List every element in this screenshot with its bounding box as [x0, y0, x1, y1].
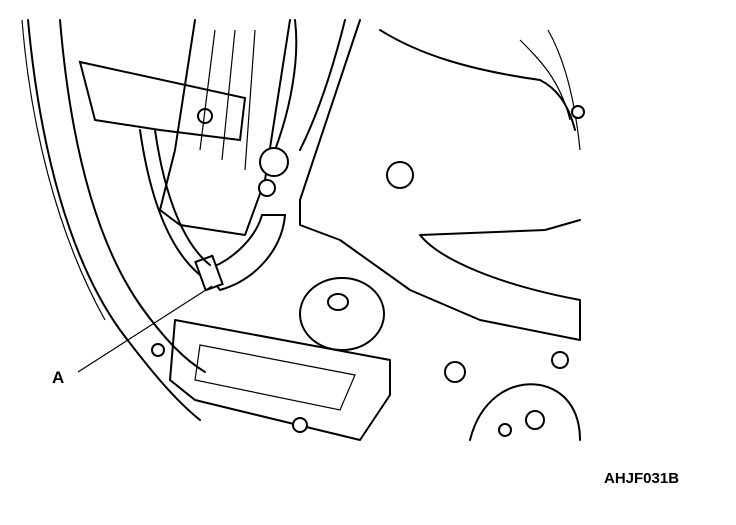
panel-bolt-small: [571, 105, 585, 119]
pipe-left-2: [154, 129, 211, 266]
figure-code: AHJF031B: [604, 470, 680, 487]
gear-nut: [259, 147, 289, 177]
callout-label-a: A: [52, 368, 65, 387]
mounting-bracket: [78, 60, 247, 142]
panel-upper-edge: [379, 29, 576, 131]
gear-bolt: [498, 423, 512, 437]
lower-bolt: [444, 361, 466, 383]
callout-leader-line: [77, 285, 213, 373]
lower-cover: [169, 319, 391, 441]
cover-bolt: [292, 417, 308, 433]
panel-ribs: [519, 29, 581, 151]
panel-bolt: [386, 161, 414, 189]
coolant-tank: [274, 19, 346, 151]
boss-plug: [327, 293, 349, 311]
lower-cover-slot: [194, 344, 356, 411]
underbody-panel: [299, 19, 581, 341]
gear-assembly: [469, 383, 581, 441]
radiator-core: [199, 29, 256, 171]
cover-bolt-left: [151, 343, 165, 357]
wheel-arch-edge: [21, 19, 106, 321]
round-boss: [299, 277, 385, 351]
wheel-arch-outline: [27, 19, 201, 421]
coolant-hose: [203, 214, 287, 292]
wheel-arch-inner: [59, 19, 206, 373]
pipe-left: [139, 129, 201, 276]
gear-hub: [525, 410, 545, 430]
lower-bolt-right: [551, 351, 569, 369]
hose-clamp: [194, 254, 224, 292]
small-nut: [258, 179, 276, 197]
